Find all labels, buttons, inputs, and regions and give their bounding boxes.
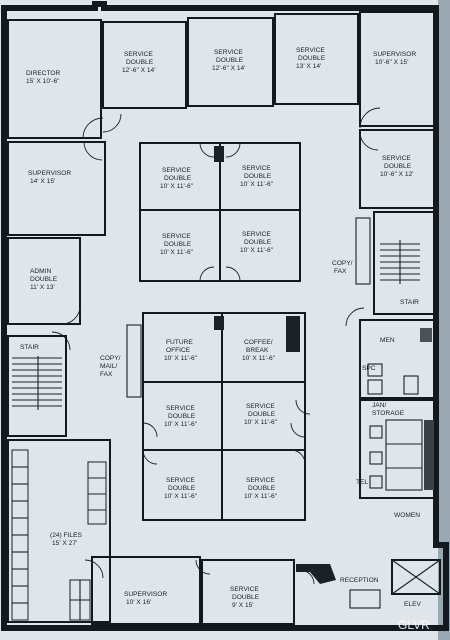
copymail-l2: MAIL/ xyxy=(100,363,117,370)
suptr-l2: 10'-6" X 15' xyxy=(375,59,408,66)
room-labels: DIRECTOR 15' X 10'-6" SERVICE DOUBLE 12'… xyxy=(20,47,422,609)
director-size: 15' X 10'-6" xyxy=(26,78,60,85)
svc3-l1: SERVICE xyxy=(296,47,325,54)
files-room xyxy=(7,439,111,623)
supb-l1: SUPERVISOR xyxy=(124,591,167,598)
admin-l1: ADMIN xyxy=(30,268,51,275)
core4-l1: SERVICE xyxy=(242,231,271,238)
svcb-l1: SERVICE xyxy=(230,586,259,593)
supl-l1: SUPERVISOR xyxy=(28,170,71,177)
svc3-l3: 13' X 14' xyxy=(296,63,321,70)
copyfax-l1: COPY/ xyxy=(332,260,353,267)
core3-l2: DOUBLE xyxy=(164,241,192,248)
files-l1: (24) FILES xyxy=(50,532,82,539)
admin-l2: DOUBLE xyxy=(30,276,58,283)
jan-l2: STORAGE xyxy=(372,410,405,417)
coffee-l1: COFFEE/ xyxy=(244,339,273,346)
core3-l3: 10' X 11'-6" xyxy=(160,249,194,256)
bottom-offices xyxy=(91,556,441,625)
core4-l3: 10' X 11'-6" xyxy=(240,247,274,254)
jan-l1: JAN/ xyxy=(372,402,386,409)
c7-l2: DOUBLE xyxy=(168,485,196,492)
c6-l3: 10' X 11'-6" xyxy=(244,419,278,426)
coffee-l2: BREAK xyxy=(246,347,269,354)
future-l2: OFFICE xyxy=(166,347,191,354)
c8-l2: DOUBLE xyxy=(248,485,276,492)
women-label: WOMEN xyxy=(394,512,420,519)
supl-l2: 14' X 15' xyxy=(30,178,55,185)
core4-l2: DOUBLE xyxy=(244,239,272,246)
svc2-l3: 12'-6" X 14' xyxy=(212,65,245,72)
svcr-l2: DOUBLE xyxy=(384,163,412,170)
future-l3: 10' X 11'-6" xyxy=(164,355,198,362)
right-stair xyxy=(355,211,436,315)
lower-core xyxy=(142,312,306,521)
copyfax-l2: FAX xyxy=(334,268,347,275)
svc2-l2: DOUBLE xyxy=(216,57,244,64)
svcb-l2: DOUBLE xyxy=(232,594,260,601)
core1-l2: DOUBLE xyxy=(164,175,192,182)
supb-l2: 10' X 16' xyxy=(126,599,151,606)
c7-l3: 10' X 11'-6" xyxy=(164,493,198,500)
core2-l3: 10' X 11'-6" xyxy=(240,181,274,188)
photo-edge-shadow xyxy=(438,0,450,640)
core1-l1: SERVICE xyxy=(162,167,191,174)
copymail-l1: COPY/ xyxy=(100,355,121,362)
spc-label: SPC xyxy=(362,365,376,372)
c5-l2: DOUBLE xyxy=(168,413,196,420)
core3-l1: SERVICE xyxy=(162,233,191,240)
svcb-l3: 9' X 15' xyxy=(232,602,254,609)
reception-label: RECEPTION xyxy=(340,577,379,584)
c8-l3: 10' X 11'-6" xyxy=(244,493,278,500)
stair-l-label: STAIR xyxy=(20,344,39,351)
svcr-l3: 10'-6" X 12' xyxy=(380,171,413,178)
svc2-l1: SERVICE xyxy=(214,49,243,56)
c6-l2: DOUBLE xyxy=(248,411,276,418)
core2-l2: DOUBLE xyxy=(244,173,272,180)
copy-mail-counter xyxy=(126,324,142,398)
svc1-l1: SERVICE xyxy=(124,51,153,58)
core2-l1: SERVICE xyxy=(242,165,271,172)
core1-l3: 10' X 11'-6" xyxy=(160,183,194,190)
copymail-l3: FAX xyxy=(100,371,113,378)
c7-l1: SERVICE xyxy=(166,477,195,484)
svc3-l2: DOUBLE xyxy=(298,55,326,62)
top-offices xyxy=(7,11,436,325)
director-name: DIRECTOR xyxy=(26,70,61,77)
left-stair xyxy=(7,335,67,437)
svcr-l1: SERVICE xyxy=(382,155,411,162)
watermark: GLVR xyxy=(398,618,430,632)
door-swings xyxy=(51,107,381,585)
upper-core xyxy=(139,142,301,282)
c5-l3: 10' X 11'-6" xyxy=(164,421,198,428)
c6-l1: SERVICE xyxy=(246,403,275,410)
c5-l1: SERVICE xyxy=(166,405,195,412)
suptr-l1: SUPERVISOR xyxy=(373,51,416,58)
future-l1: FUTURE xyxy=(166,339,193,346)
admin-l3: 11' X 13' xyxy=(30,284,55,291)
svc1-l3: 12'-6" X 14' xyxy=(122,67,155,74)
coffee-l3: 10' X 11'-6" xyxy=(242,355,276,362)
restrooms xyxy=(359,319,437,499)
stair-r-label: STAIR xyxy=(400,299,419,306)
tel-label: TEL xyxy=(356,479,368,486)
files-l2: 15' X 27' xyxy=(52,540,77,547)
svc1-l2: DOUBLE xyxy=(126,59,154,66)
elev-label: ELEV xyxy=(404,601,421,608)
men-label: MEN xyxy=(380,337,395,344)
c8-l1: SERVICE xyxy=(246,477,275,484)
